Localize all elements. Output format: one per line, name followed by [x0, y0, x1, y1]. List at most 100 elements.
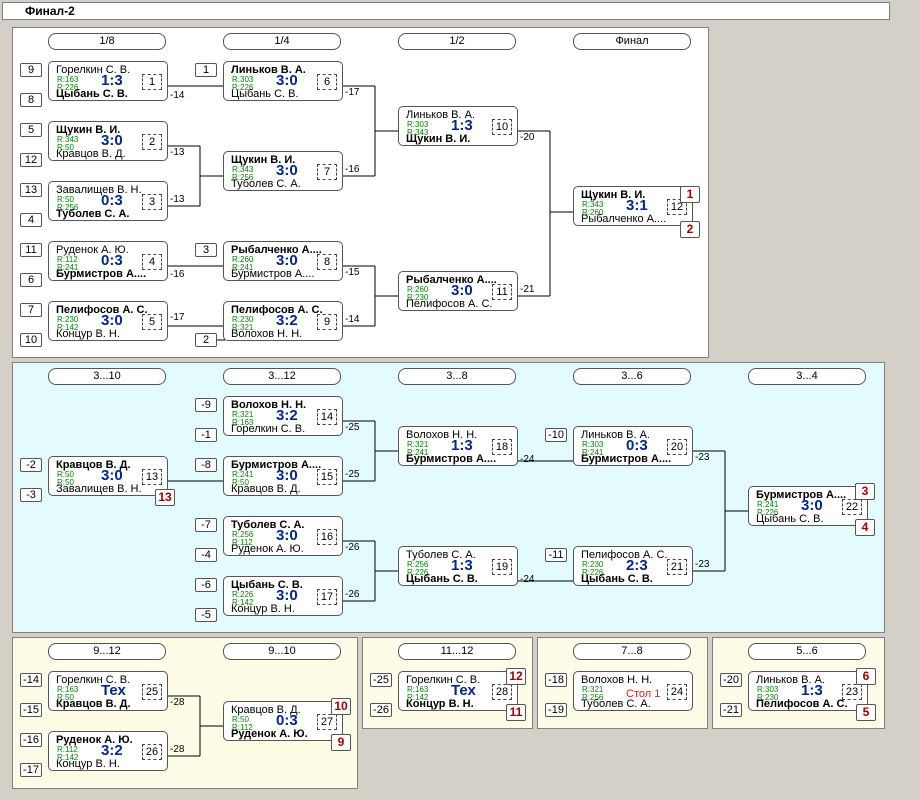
match-card[interactable]: Цыбань С. В. R:226 R:142 3:0 17 Концур В… — [223, 576, 343, 616]
match-score: Тех — [101, 682, 126, 699]
player-rating: R:256 — [57, 203, 79, 212]
player-name: Цыбань С. В. — [406, 573, 478, 585]
match-score: 3:0 — [101, 312, 123, 329]
player-rating: R:50 — [57, 470, 74, 479]
player-name: Туболев С. А. — [231, 519, 305, 531]
match-card[interactable]: Горелкин С. В. R:163 R:142 Тех 28 Концур… — [398, 671, 518, 711]
match-card[interactable]: Пелифосов А. С. R:230 R:142 3:0 5 Концур… — [48, 301, 168, 341]
match-card[interactable]: Щукин В. И. R:343 R:256 3:0 7 Туболев С.… — [223, 151, 343, 191]
match-card[interactable]: Бурмистров А.... R:241 R:50 3:0 15 Кравц… — [223, 456, 343, 496]
match-card[interactable]: Щукин В. И. R:343 R:260 3:1 12 Рыбалченк… — [573, 186, 693, 226]
seed-box: 13 — [20, 183, 42, 197]
player-rating: R:112 — [232, 723, 253, 732]
player-name: Бурмистров А.... — [406, 453, 497, 465]
player-rating: R:260 — [232, 255, 254, 264]
seed-box: 7 — [20, 303, 42, 317]
player-name: Рыбалченко А.... — [406, 274, 497, 286]
match-score: Стол 1 — [626, 688, 661, 700]
round-header-3-12: 3...12 — [223, 368, 341, 385]
match-score: 1:3 — [101, 72, 123, 89]
match-card[interactable]: Завалищев В. Н. R:50 R:256 0:3 3 Туболев… — [48, 181, 168, 221]
match-score: 1:3 — [451, 117, 473, 134]
match-card[interactable]: Горелкин С. В. R:163 R:50 Тех 25 Кравцов… — [48, 671, 168, 711]
loser-label: -13 — [170, 147, 185, 158]
match-card[interactable]: Туболев С. А. R:256 R:112 3:0 16 Руденок… — [223, 516, 343, 556]
seed-box: 9 — [20, 63, 42, 77]
match-card[interactable]: Пелифосов А. С. R:230 R:226 2:3 21 Цыбан… — [573, 546, 693, 586]
match-number: 8 — [317, 254, 337, 270]
match-card[interactable]: Волохов Н. Н. R:321 R:241 1:3 18 Бурмист… — [398, 426, 518, 466]
seed-box: -21 — [720, 703, 742, 717]
player-rating: R:241 — [232, 470, 254, 479]
match-number: 9 — [317, 314, 337, 330]
player-name: Щукин В. И. — [406, 133, 471, 145]
player-name: Линьков В. А. — [406, 109, 475, 121]
place-badge: 1 — [680, 186, 700, 203]
player-rating: R:303 — [757, 685, 779, 694]
round-header-7-8: 7...8 — [573, 643, 691, 660]
match-card[interactable]: Кравцов В. Д. R:50 R:112 0:3 27 Руденок … — [223, 701, 343, 741]
match-score: 3:0 — [276, 587, 298, 604]
seed-box: -15 — [20, 703, 42, 717]
player-name: Кравцов В. Д. — [56, 148, 126, 160]
place-badge: 11 — [506, 704, 526, 721]
match-card[interactable]: Линьков В. А. R:303 R:226 3:0 6 Цыбань С… — [223, 61, 343, 101]
match-card[interactable]: Волохов Н. Н. R:321 R:163 3:2 14 Горелки… — [223, 396, 343, 436]
match-score: 3:0 — [276, 162, 298, 179]
seed-box: 4 — [20, 213, 42, 227]
loser-label: -17 — [345, 87, 360, 98]
player-rating: R:226 — [407, 568, 429, 577]
match-card[interactable]: Щукин В. И. R:343 R:50 3:0 2 Кравцов В. … — [48, 121, 168, 161]
player-name: Линьков В. А. — [231, 64, 306, 76]
match-card[interactable]: Бурмистров А.... R:241 R:226 3:0 22 Цыба… — [748, 486, 868, 526]
match-score: 3:0 — [451, 282, 473, 299]
seed-box: -2 — [20, 458, 42, 472]
match-card[interactable]: Линьков В. А. R:303 R:241 0:3 20 Бурмист… — [573, 426, 693, 466]
seed-box: -17 — [20, 763, 42, 777]
round-header-9-12: 9...12 — [48, 643, 166, 660]
match-number: 7 — [317, 164, 337, 180]
player-name: Цыбань С. В. — [756, 513, 824, 525]
player-name: Горелкин С. В. — [56, 674, 131, 686]
match-score: 2:3 — [626, 557, 648, 574]
player-rating: R:321 — [232, 410, 254, 419]
player-name: Руденок А. Ю. — [56, 244, 129, 256]
match-score: 3:2 — [276, 407, 298, 424]
loser-label: -14 — [170, 90, 185, 101]
loser-label: -21 — [520, 284, 535, 295]
match-card[interactable]: Рыбалченко А.... R:260 R:230 3:0 11 Пели… — [398, 271, 518, 311]
player-rating: R:226 — [57, 83, 79, 92]
match-card[interactable]: Рыбалченко А.... R:260 R:241 3:0 8 Бурми… — [223, 241, 343, 281]
match-card[interactable]: Руденок А. Ю. R:112 R:142 3:2 26 Концур … — [48, 731, 168, 771]
player-name: Волохов Н. Н. — [231, 328, 303, 340]
loser-label: -28 — [170, 697, 185, 708]
match-number: 2 — [142, 134, 162, 150]
match-card[interactable]: Горелкин С. В. R:163 R:226 1:3 1 Цыбань … — [48, 61, 168, 101]
match-card[interactable]: Волохов Н. Н. R:321 R:256 Стол 1 24 Тубо… — [573, 671, 693, 711]
player-rating: R:230 — [582, 560, 604, 569]
match-card[interactable]: Руденок А. Ю. R:112 R:241 0:3 4 Бурмистр… — [48, 241, 168, 281]
player-name: Волохов Н. Н. — [406, 429, 478, 441]
match-card[interactable]: Туболев С. А. R:256 R:226 1:3 19 Цыбань … — [398, 546, 518, 586]
player-rating: R:226 — [757, 508, 779, 517]
player-rating: R:50 — [232, 715, 249, 724]
loser-label: -15 — [345, 267, 360, 278]
player-name: Туболев С. А. — [56, 208, 130, 220]
player-rating: R:241 — [582, 448, 604, 457]
place-badge: 10 — [331, 698, 351, 715]
round-header-11-12: 11...12 — [398, 643, 516, 660]
player-rating: R:256 — [232, 530, 254, 539]
seed-box: -7 — [195, 518, 217, 532]
match-card[interactable]: Линьков В. А. R:303 R:230 1:3 23 Пелифос… — [748, 671, 868, 711]
player-rating: R:256 — [232, 173, 254, 182]
match-score: 1:3 — [801, 682, 823, 699]
match-card[interactable]: Пелифосов А. С. R:230 R:321 3:2 9 Волохо… — [223, 301, 343, 341]
match-card[interactable]: Линьков В. А. R:303 R:343 1:3 10 Щукин В… — [398, 106, 518, 146]
match-score: 1:3 — [451, 557, 473, 574]
match-card[interactable]: Кравцов В. Д. R:50 R:50 3:0 13 Завалищев… — [48, 456, 168, 496]
loser-label: -20 — [520, 132, 535, 143]
match-score: 3:0 — [801, 497, 823, 514]
match-score: 3:0 — [276, 527, 298, 544]
player-rating: R:226 — [582, 568, 604, 577]
player-name: Завалищев В. Н. — [56, 184, 142, 196]
